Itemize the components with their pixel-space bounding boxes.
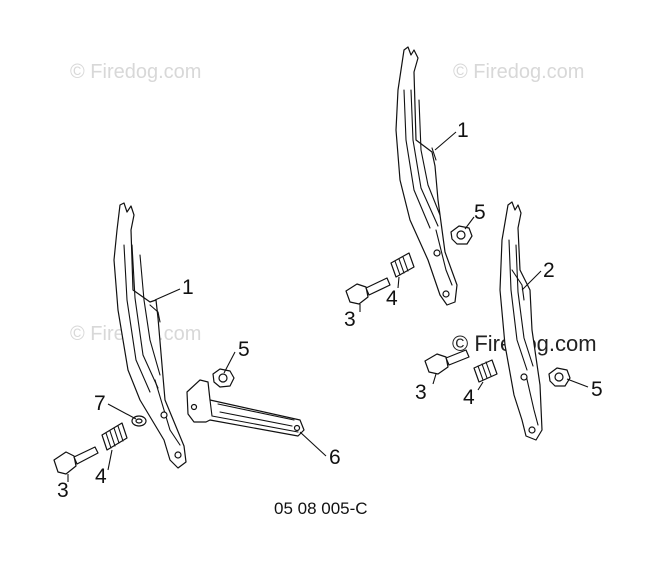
callout-right-b-4: 4 bbox=[463, 386, 475, 409]
watermark-top-right: © Firedog.com bbox=[453, 61, 584, 83]
callout-right-a-5: 5 bbox=[474, 201, 486, 224]
right-spring-b-part-4 bbox=[473, 359, 498, 383]
callout-right-a-3: 3 bbox=[344, 308, 356, 331]
callout-left-6: 6 bbox=[329, 446, 341, 469]
right-nut-b-part-5 bbox=[548, 367, 571, 387]
callout-right-a-1: 1 bbox=[457, 119, 469, 142]
right-bolt-b-part-3 bbox=[424, 349, 470, 375]
right-bracket-part-1 bbox=[395, 46, 458, 306]
right-spring-a-part-4 bbox=[390, 252, 415, 278]
callout-left-4: 4 bbox=[95, 465, 107, 488]
callout-right-b-3: 3 bbox=[415, 381, 427, 404]
right-bolt-a-part-3 bbox=[345, 277, 391, 305]
right-bracket-part-2 bbox=[499, 201, 543, 441]
callout-right-b-5: 5 bbox=[591, 378, 603, 401]
left-bracket-part-1 bbox=[113, 202, 187, 469]
left-nut-part-5 bbox=[212, 368, 235, 388]
callout-left-5: 5 bbox=[238, 338, 250, 361]
watermark-top-left: © Firedog.com bbox=[70, 61, 201, 83]
callout-right-a-4: 4 bbox=[386, 287, 398, 310]
callout-left-7: 7 bbox=[94, 392, 106, 415]
left-bolt-part-3 bbox=[53, 446, 99, 475]
left-plate-part-6 bbox=[186, 379, 305, 437]
callout-right-b-2: 2 bbox=[543, 259, 555, 282]
drawing-code: 05 08 005-C bbox=[274, 499, 368, 518]
callout-left-3: 3 bbox=[57, 479, 69, 502]
callout-left-1: 1 bbox=[182, 276, 194, 299]
left-spring-part-4 bbox=[101, 422, 128, 451]
right-nut-a-part-5 bbox=[450, 225, 473, 245]
